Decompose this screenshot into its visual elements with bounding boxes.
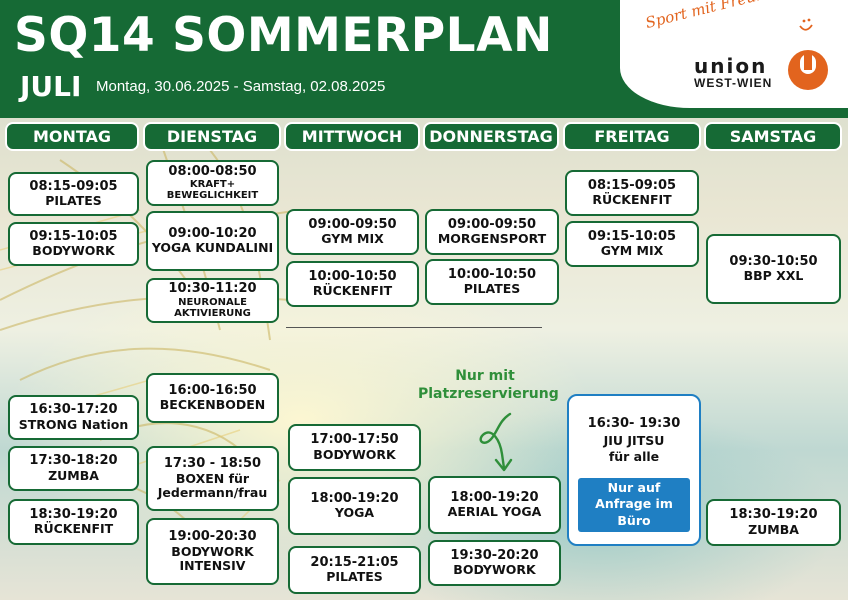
smiley-icon [799, 18, 813, 31]
class-card: 18:30-19:20 RÜCKENFIT [8, 499, 139, 545]
class-name: BODYWORK [32, 243, 115, 259]
logo-brand-sub: WEST-WIEN [694, 76, 773, 90]
date-range: Montag, 30.06.2025 - Samstag, 02.08.2025 [96, 78, 386, 95]
class-card-jiu-jitsu: 16:30- 19:30 JIU JITSU für alle Nur auf … [567, 394, 701, 546]
class-card: 10:00-10:50 RÜCKENFIT [286, 261, 419, 307]
class-name: BBP XXL [743, 268, 804, 284]
class-name: BODYWORK [453, 562, 536, 578]
class-time: 08:15-09:05 [29, 178, 118, 194]
class-time: 09:15-10:05 [29, 228, 118, 244]
class-time: 18:30-19:20 [729, 507, 818, 523]
logo-brand-name: union [694, 54, 768, 78]
class-card: 19:30-20:20 BODYWORK [428, 540, 561, 586]
class-name: GYM MIX [321, 231, 384, 247]
class-time: 09:00-09:50 [308, 216, 397, 232]
class-card: 20:15-21:05 PILATES [288, 546, 421, 594]
class-time: 10:00-10:50 [447, 266, 537, 282]
class-card: 17:00-17:50 BODYWORK [288, 424, 421, 471]
class-time: 16:30- 19:30 [587, 416, 681, 431]
class-name: RÜCKENFIT [312, 283, 393, 299]
class-time: 19:30-20:20 [450, 547, 539, 563]
class-card: 18:00-19:20 YOGA [288, 477, 421, 535]
class-time: 17:30-18:20 [29, 453, 118, 469]
class-name: BECKENBODEN [159, 397, 266, 413]
class-name: YOGA [334, 505, 375, 521]
class-name: ZUMBA [748, 521, 799, 537]
class-time: 10:00-10:50 [308, 268, 397, 284]
class-name: NEURONALE AKTIVIERUNG [174, 296, 251, 319]
class-card: 10:00-10:50 PILATES [425, 259, 559, 305]
class-name: BOXEN für Jedermann/frau [157, 470, 268, 500]
class-card: 09:15-10:05 BODYWORK [8, 222, 139, 266]
union-logo-icon [788, 50, 828, 90]
class-name: BODYWORK INTENSIV [171, 543, 254, 573]
logo-slogan: Sport mit Freunden [643, 0, 795, 32]
class-time: 18:00-19:20 [310, 490, 399, 506]
class-time: 09:00-10:20 [168, 225, 257, 241]
class-time: 08:00-08:50 [168, 163, 257, 179]
class-card: 17:30 - 18:50 BOXEN für Jedermann/frau [146, 446, 279, 511]
class-time: 09:00-09:50 [447, 216, 537, 232]
inquiry-notice-button[interactable]: Nur auf Anfrage im Büro [578, 477, 690, 532]
class-time: 09:30-10:50 [729, 253, 818, 269]
class-card: 19:00-20:30 BODYWORK INTENSIV [146, 518, 279, 585]
class-time: 18:00-19:20 [450, 489, 539, 505]
page-title: SQ14 SOMMERPLAN [14, 8, 553, 63]
club-logo: Sport mit Freunden union WEST-WIEN [620, 0, 848, 108]
class-time: 17:00-17:50 [310, 432, 399, 448]
class-card: 08:00-08:50 KRAFT+ BEWEGLICHKEIT [146, 160, 279, 206]
class-name: YOGA KUNDALINI [151, 240, 274, 256]
class-name: RÜCKENFIT [33, 521, 114, 537]
class-card: 09:00-10:20 YOGA KUNDALINI [146, 211, 279, 271]
class-time: 16:00-16:50 [168, 382, 257, 398]
class-name: BODYWORK [313, 446, 396, 462]
class-name: ZUMBA [48, 467, 99, 483]
class-time: 18:30-19:20 [29, 506, 118, 522]
class-name: PILATES [45, 193, 102, 209]
class-time: 16:30-17:20 [29, 402, 118, 418]
day-header-montag: MONTAG [5, 122, 139, 151]
class-name: PILATES [326, 569, 383, 585]
class-name: KRAFT+ BEWEGLICHKEIT [166, 179, 259, 202]
class-note: für alle [608, 449, 660, 465]
class-card: 16:30-17:20 STRONG Nation [8, 395, 139, 440]
class-card: 10:30-11:20 NEURONALE AKTIVIERUNG [146, 278, 279, 323]
class-card: 18:30-19:20 ZUMBA [706, 499, 841, 546]
class-time: 09:15-10:05 [587, 228, 677, 244]
class-name-text: JIU JITSU [603, 433, 665, 448]
class-name: JIU JITSU für alle [604, 433, 665, 466]
day-header-dienstag: DIENSTAG [143, 122, 281, 151]
class-time: 17:30 - 18:50 [163, 456, 262, 472]
inquiry-notice-label: Nur auf Anfrage im Büro [595, 480, 673, 528]
day-header-donnerstag: DONNERSTAG [423, 122, 559, 151]
curved-arrow-icon [479, 412, 513, 472]
class-card: 09:30-10:50 BBP XXL [706, 234, 841, 304]
class-card: 16:00-16:50 BECKENBODEN [146, 373, 279, 423]
class-card: 18:00-19:20 AERIAL YOGA [428, 476, 561, 534]
class-card: 09:00-09:50 MORGENSPORT [425, 209, 559, 255]
month-label: JULI [20, 70, 82, 103]
class-name: STRONG Nation [18, 416, 129, 432]
class-card: 17:30-18:20 ZUMBA [8, 446, 139, 491]
class-name: RÜCKENFIT [592, 192, 672, 208]
day-header-freitag: FREITAG [563, 122, 701, 151]
class-time: 20:15-21:05 [310, 554, 399, 570]
class-time: 19:00-20:30 [168, 529, 257, 545]
day-header-samstag: SAMSTAG [704, 122, 842, 151]
class-card: 08:15-09:05 RÜCKENFIT [565, 170, 699, 216]
day-header-mittwoch: MITTWOCH [284, 122, 420, 151]
class-time: 08:15-09:05 [587, 177, 677, 193]
class-time: 10:30-11:20 [168, 281, 257, 297]
class-card: 08:15-09:05 PILATES [8, 172, 139, 216]
class-name: AERIAL YOGA [447, 504, 542, 520]
class-name: PILATES [463, 281, 521, 297]
class-card: 09:00-09:50 GYM MIX [286, 209, 419, 255]
class-name: GYM MIX [600, 243, 664, 259]
reservation-note: Nur mit Platzreservierung [418, 368, 559, 403]
class-card: 09:15-10:05 GYM MIX [565, 221, 699, 267]
class-name: MORGENSPORT [437, 231, 547, 247]
section-divider [286, 327, 542, 328]
